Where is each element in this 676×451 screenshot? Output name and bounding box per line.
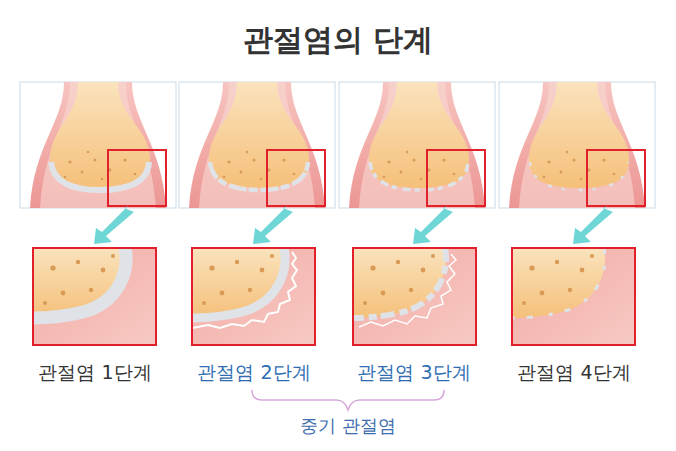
stage-label: 관절염 4단계 (517, 361, 630, 384)
group-label: 중기 관절염 (300, 415, 396, 437)
stage-label: 관절염 2단계 (197, 361, 310, 384)
diagram-title: 관절염의 단계 (243, 22, 433, 58)
bracket (252, 390, 444, 410)
stage-label: 관절염 1단계 (38, 361, 151, 384)
stage-label: 관절염 3단계 (357, 361, 470, 384)
